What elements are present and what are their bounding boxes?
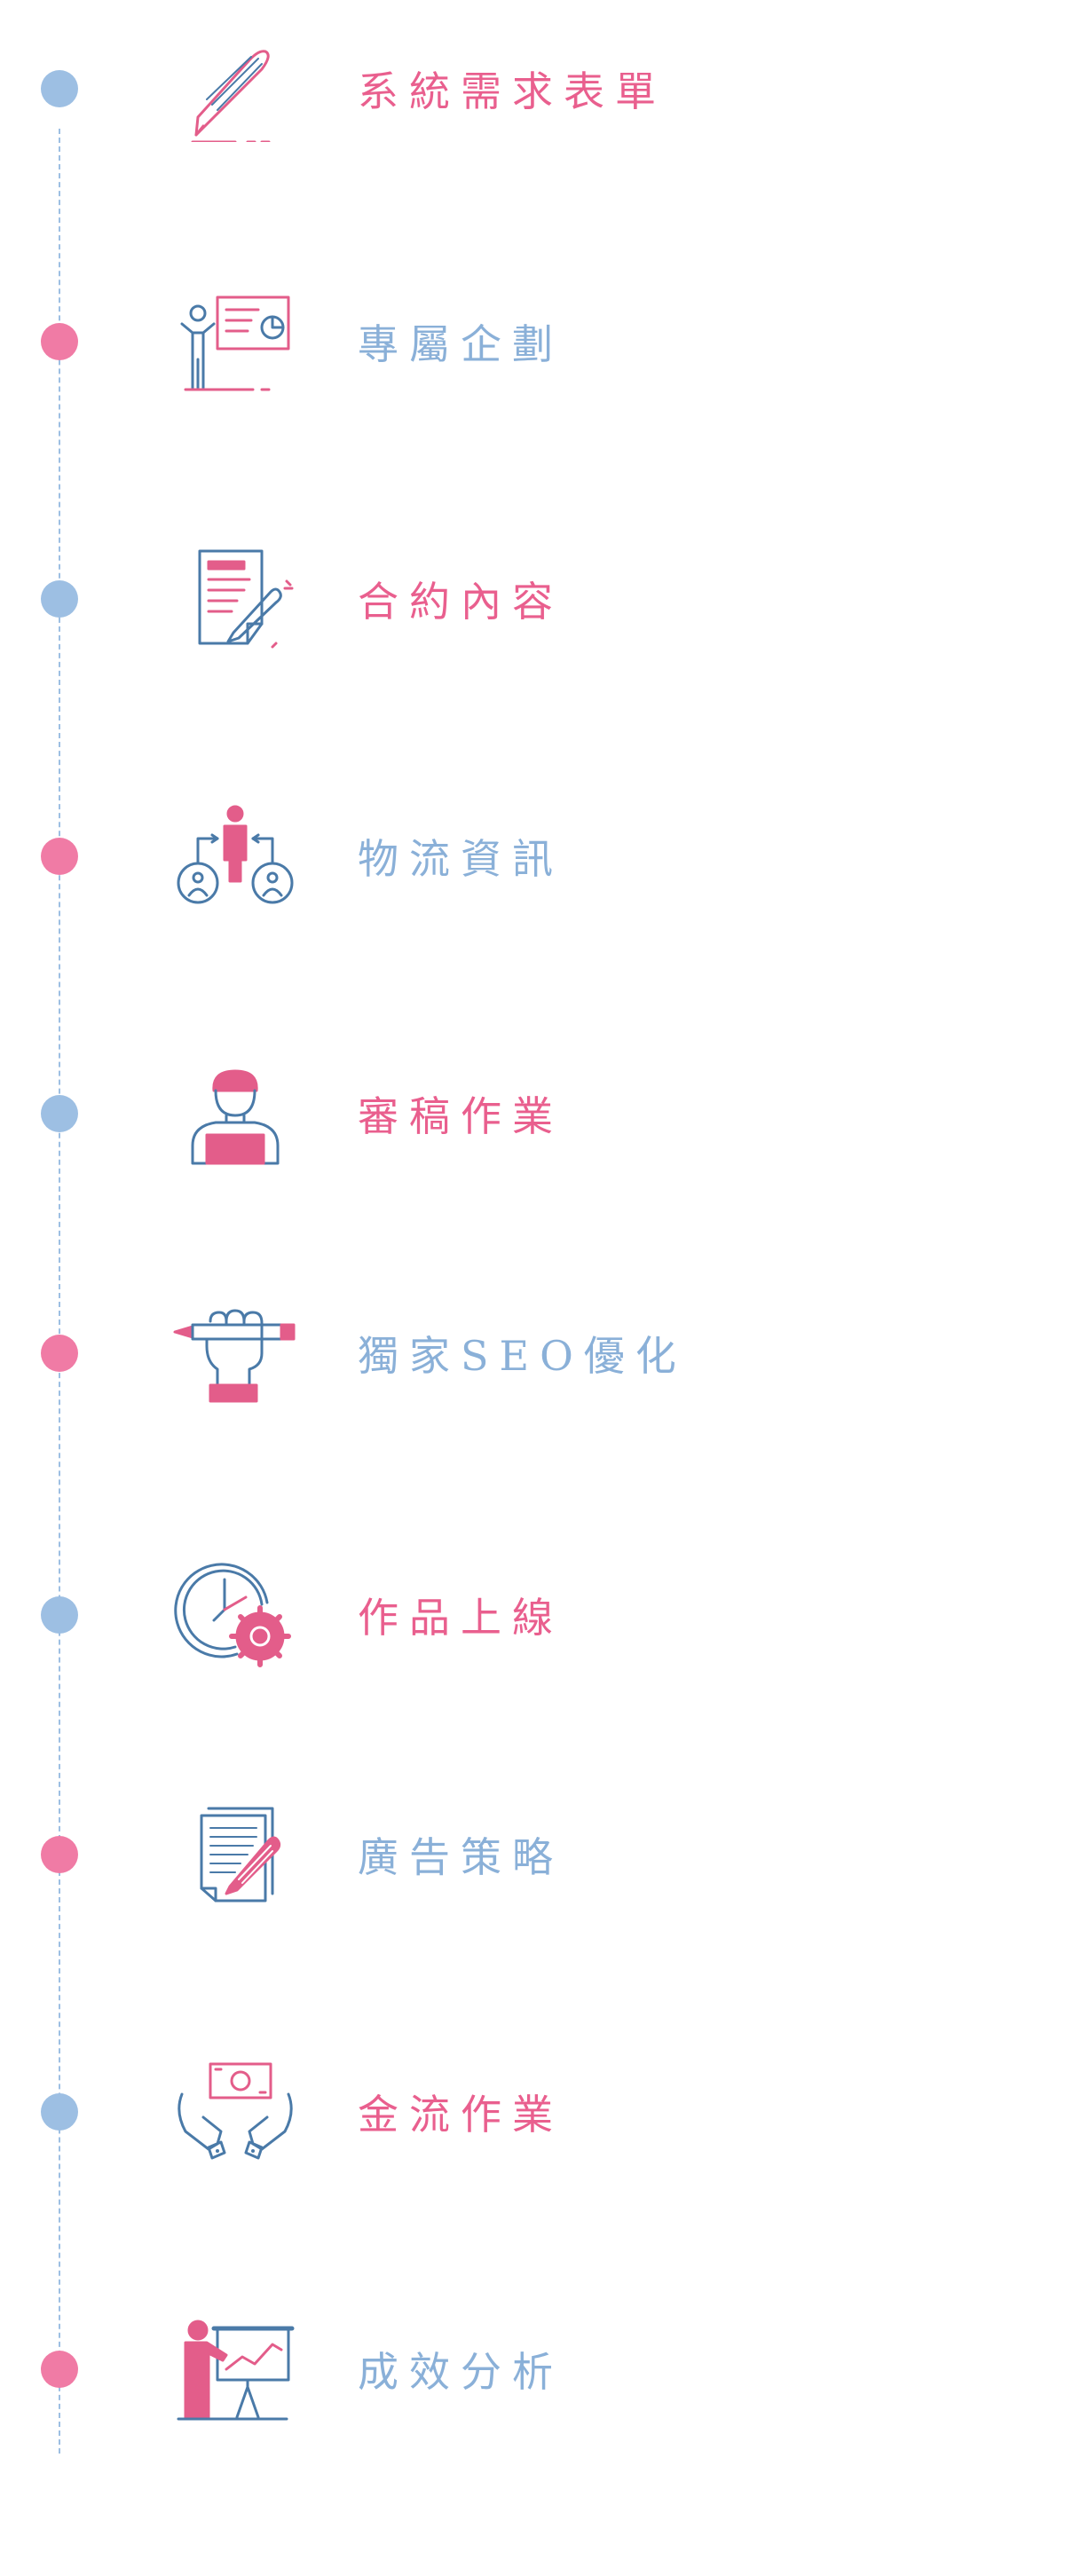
presentation-icon bbox=[173, 288, 297, 395]
timeline-dot bbox=[41, 1836, 78, 1873]
quill-pen-icon bbox=[173, 35, 297, 142]
step-label: 廣告策略 bbox=[358, 1833, 564, 1881]
clock-gear-icon bbox=[173, 1562, 297, 1668]
timeline-step-performance: 成效分析 bbox=[0, 2298, 1065, 2440]
timeline-dot bbox=[41, 580, 78, 618]
timeline-dashed-line bbox=[59, 129, 60, 2454]
timeline-dot bbox=[41, 1095, 78, 1132]
timeline-dot bbox=[41, 838, 78, 875]
presenter-chart-icon bbox=[173, 2316, 297, 2422]
step-label: 合約內容 bbox=[358, 578, 564, 626]
step-label: 作品上線 bbox=[358, 1594, 564, 1642]
step-label: 獨家SEO優化 bbox=[358, 1332, 687, 1380]
step-label: 專屬企劃 bbox=[358, 320, 564, 368]
step-label: 成效分析 bbox=[358, 2348, 564, 2396]
hands-money-icon bbox=[173, 2059, 297, 2165]
timeline-step-payment: 金流作業 bbox=[0, 2041, 1065, 2183]
step-label: 審稿作業 bbox=[358, 1092, 564, 1140]
step-label: 金流作業 bbox=[358, 2091, 564, 2139]
timeline-step-requirements-form: 系統需求表單 bbox=[0, 18, 1065, 160]
timeline-step-review: 審稿作業 bbox=[0, 1043, 1065, 1185]
timeline-dot bbox=[41, 2093, 78, 2131]
contract-icon bbox=[173, 546, 297, 652]
timeline-dot bbox=[41, 323, 78, 360]
timeline-step-ad-strategy: 廣告策略 bbox=[0, 1784, 1065, 1926]
timeline-step-launch: 作品上線 bbox=[0, 1544, 1065, 1686]
timeline-step-contract: 合約內容 bbox=[0, 528, 1065, 670]
step-label: 物流資訊 bbox=[358, 835, 564, 883]
timeline-dot bbox=[41, 1335, 78, 1372]
logistics-network-icon bbox=[173, 803, 297, 910]
timeline-dot bbox=[41, 1596, 78, 1634]
reviewer-icon bbox=[173, 1060, 297, 1167]
step-label: 系統需求表單 bbox=[358, 67, 667, 115]
timeline-dot bbox=[41, 70, 78, 107]
timeline-step-exclusive-plan: 專屬企劃 bbox=[0, 271, 1065, 413]
hand-pencil-icon bbox=[173, 1300, 297, 1406]
timeline-dot bbox=[41, 2351, 78, 2388]
timeline-step-seo: 獨家SEO優化 bbox=[0, 1282, 1065, 1424]
documents-pen-icon bbox=[173, 1801, 297, 1908]
timeline-step-logistics: 物流資訊 bbox=[0, 785, 1065, 927]
